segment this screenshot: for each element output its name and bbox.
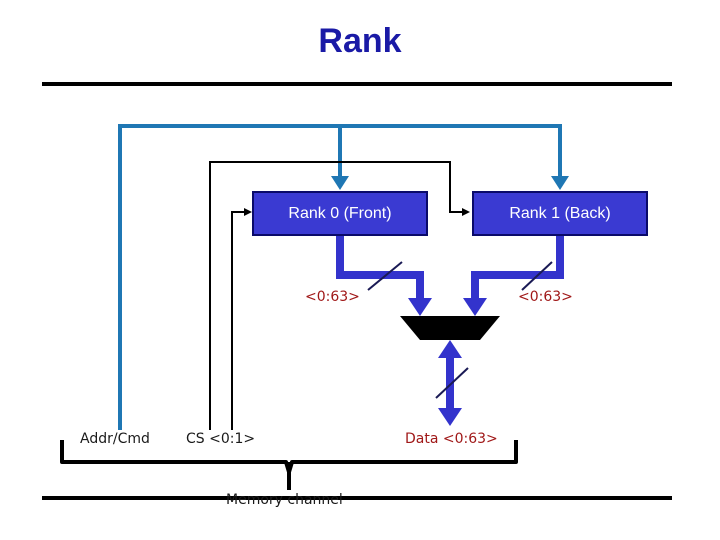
rank0-data-arrow <box>408 298 432 316</box>
rank1-data-arrow <box>463 298 487 316</box>
cs-line-rank0 <box>231 208 252 430</box>
rank0-data-label: <0:63> <box>305 289 360 305</box>
mux-shape <box>400 316 500 340</box>
rank1-data-label: <0:63> <box>518 289 573 305</box>
data-out-arrow-up <box>438 340 462 358</box>
addr-cmd-label: Addr/Cmd <box>80 431 150 447</box>
data-out-slash <box>435 367 469 399</box>
rank1-data-bus <box>471 236 564 300</box>
rank0-block: Rank 0 (Front) <box>252 191 428 236</box>
cs-line-rank1 <box>209 161 470 430</box>
rank1-block: Rank 1 (Back) <box>472 191 648 236</box>
addr-arrow-rank1 <box>551 176 569 190</box>
cs-label: CS <0:1> <box>186 431 256 447</box>
rank0-bus-slash <box>367 261 403 291</box>
data-label: Data <0:63> <box>405 431 498 447</box>
page-title: Rank <box>318 22 402 60</box>
rank1-label: Rank 1 (Back) <box>509 204 611 222</box>
memory-channel-label: Memory channel <box>226 492 343 508</box>
rank0-label: Rank 0 (Front) <box>288 204 392 222</box>
rank0-data-bus <box>336 236 424 300</box>
addr-arrow-rank0 <box>331 176 349 190</box>
data-out-arrow-down <box>438 408 462 426</box>
rank1-bus-slash <box>521 261 553 291</box>
